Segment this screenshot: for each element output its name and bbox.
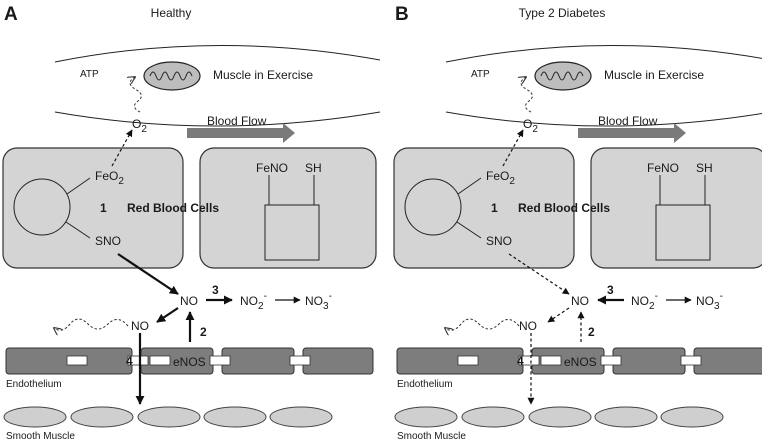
blood-flow-label: Blood Flow xyxy=(598,114,658,128)
sno-label: SNO xyxy=(486,234,512,248)
sh-label: SH xyxy=(696,161,713,175)
no-main-label: NO xyxy=(571,294,589,308)
feo2-label: FeO2 xyxy=(486,169,515,187)
no-to-no-left-arrow xyxy=(547,307,570,323)
panel-b-shapes xyxy=(394,45,762,427)
no-left-label: NO xyxy=(131,319,149,333)
feno-label: FeNO xyxy=(647,161,679,175)
panel-letter: B xyxy=(395,4,409,25)
sh-label: SH xyxy=(305,161,322,175)
step-2-label: 2 xyxy=(588,325,595,339)
endothelium-label: Endothelium xyxy=(397,379,453,390)
panel-a-shapes xyxy=(3,45,380,427)
smooth-muscle-label: Smooth Muscle xyxy=(397,431,466,440)
muscle-label: Muscle in Exercise xyxy=(604,68,704,82)
no2-label: NO2- xyxy=(240,291,267,312)
no-to-no-left-arrow xyxy=(156,307,179,323)
o2-label: O2 xyxy=(523,117,538,135)
no3-label: NO3- xyxy=(696,291,723,312)
rbc-label: Red Blood Cells xyxy=(127,201,219,215)
sno-label: SNO xyxy=(95,234,121,248)
step-4-label: 4 xyxy=(517,354,524,368)
panel-b: B Type 2 Diabetes ATP Muscle in Exercise… xyxy=(394,4,762,440)
panel-letter: A xyxy=(4,4,18,25)
sno-to-no-arrow xyxy=(508,253,570,295)
panel-title: Type 2 Diabetes xyxy=(519,6,606,20)
step-3-label: 3 xyxy=(212,283,219,297)
cell-number: 1 xyxy=(100,201,107,215)
muscle-label: Muscle in Exercise xyxy=(213,68,313,82)
feno-label: FeNO xyxy=(256,161,288,175)
enos-label: eNOS xyxy=(564,355,597,369)
no-main-label: NO xyxy=(180,294,198,308)
enos-label: eNOS xyxy=(173,355,206,369)
atp-label: ATP xyxy=(80,69,99,80)
no2-label: NO2- xyxy=(631,291,658,312)
no3-label: NO3- xyxy=(305,291,332,312)
endothelium-label: Endothelium xyxy=(6,379,62,390)
atp-label: ATP xyxy=(471,69,490,80)
feo2-label: FeO2 xyxy=(95,169,124,187)
no-left-label: NO xyxy=(519,319,537,333)
cell-number: 1 xyxy=(491,201,498,215)
step-2-label: 2 xyxy=(200,325,207,339)
rbc-label: Red Blood Cells xyxy=(518,201,610,215)
blood-flow-label: Blood Flow xyxy=(207,114,267,128)
panel-a: A Healthy ATP Muscle in Exercise O2 Bloo… xyxy=(3,4,380,440)
step-4-label: 4 xyxy=(126,354,133,368)
o2-label: O2 xyxy=(132,117,147,135)
smooth-muscle-label: Smooth Muscle xyxy=(6,431,75,440)
sno-to-no-arrow xyxy=(117,253,179,295)
step-3-label: 3 xyxy=(607,283,614,297)
panel-title: Healthy xyxy=(151,6,192,20)
